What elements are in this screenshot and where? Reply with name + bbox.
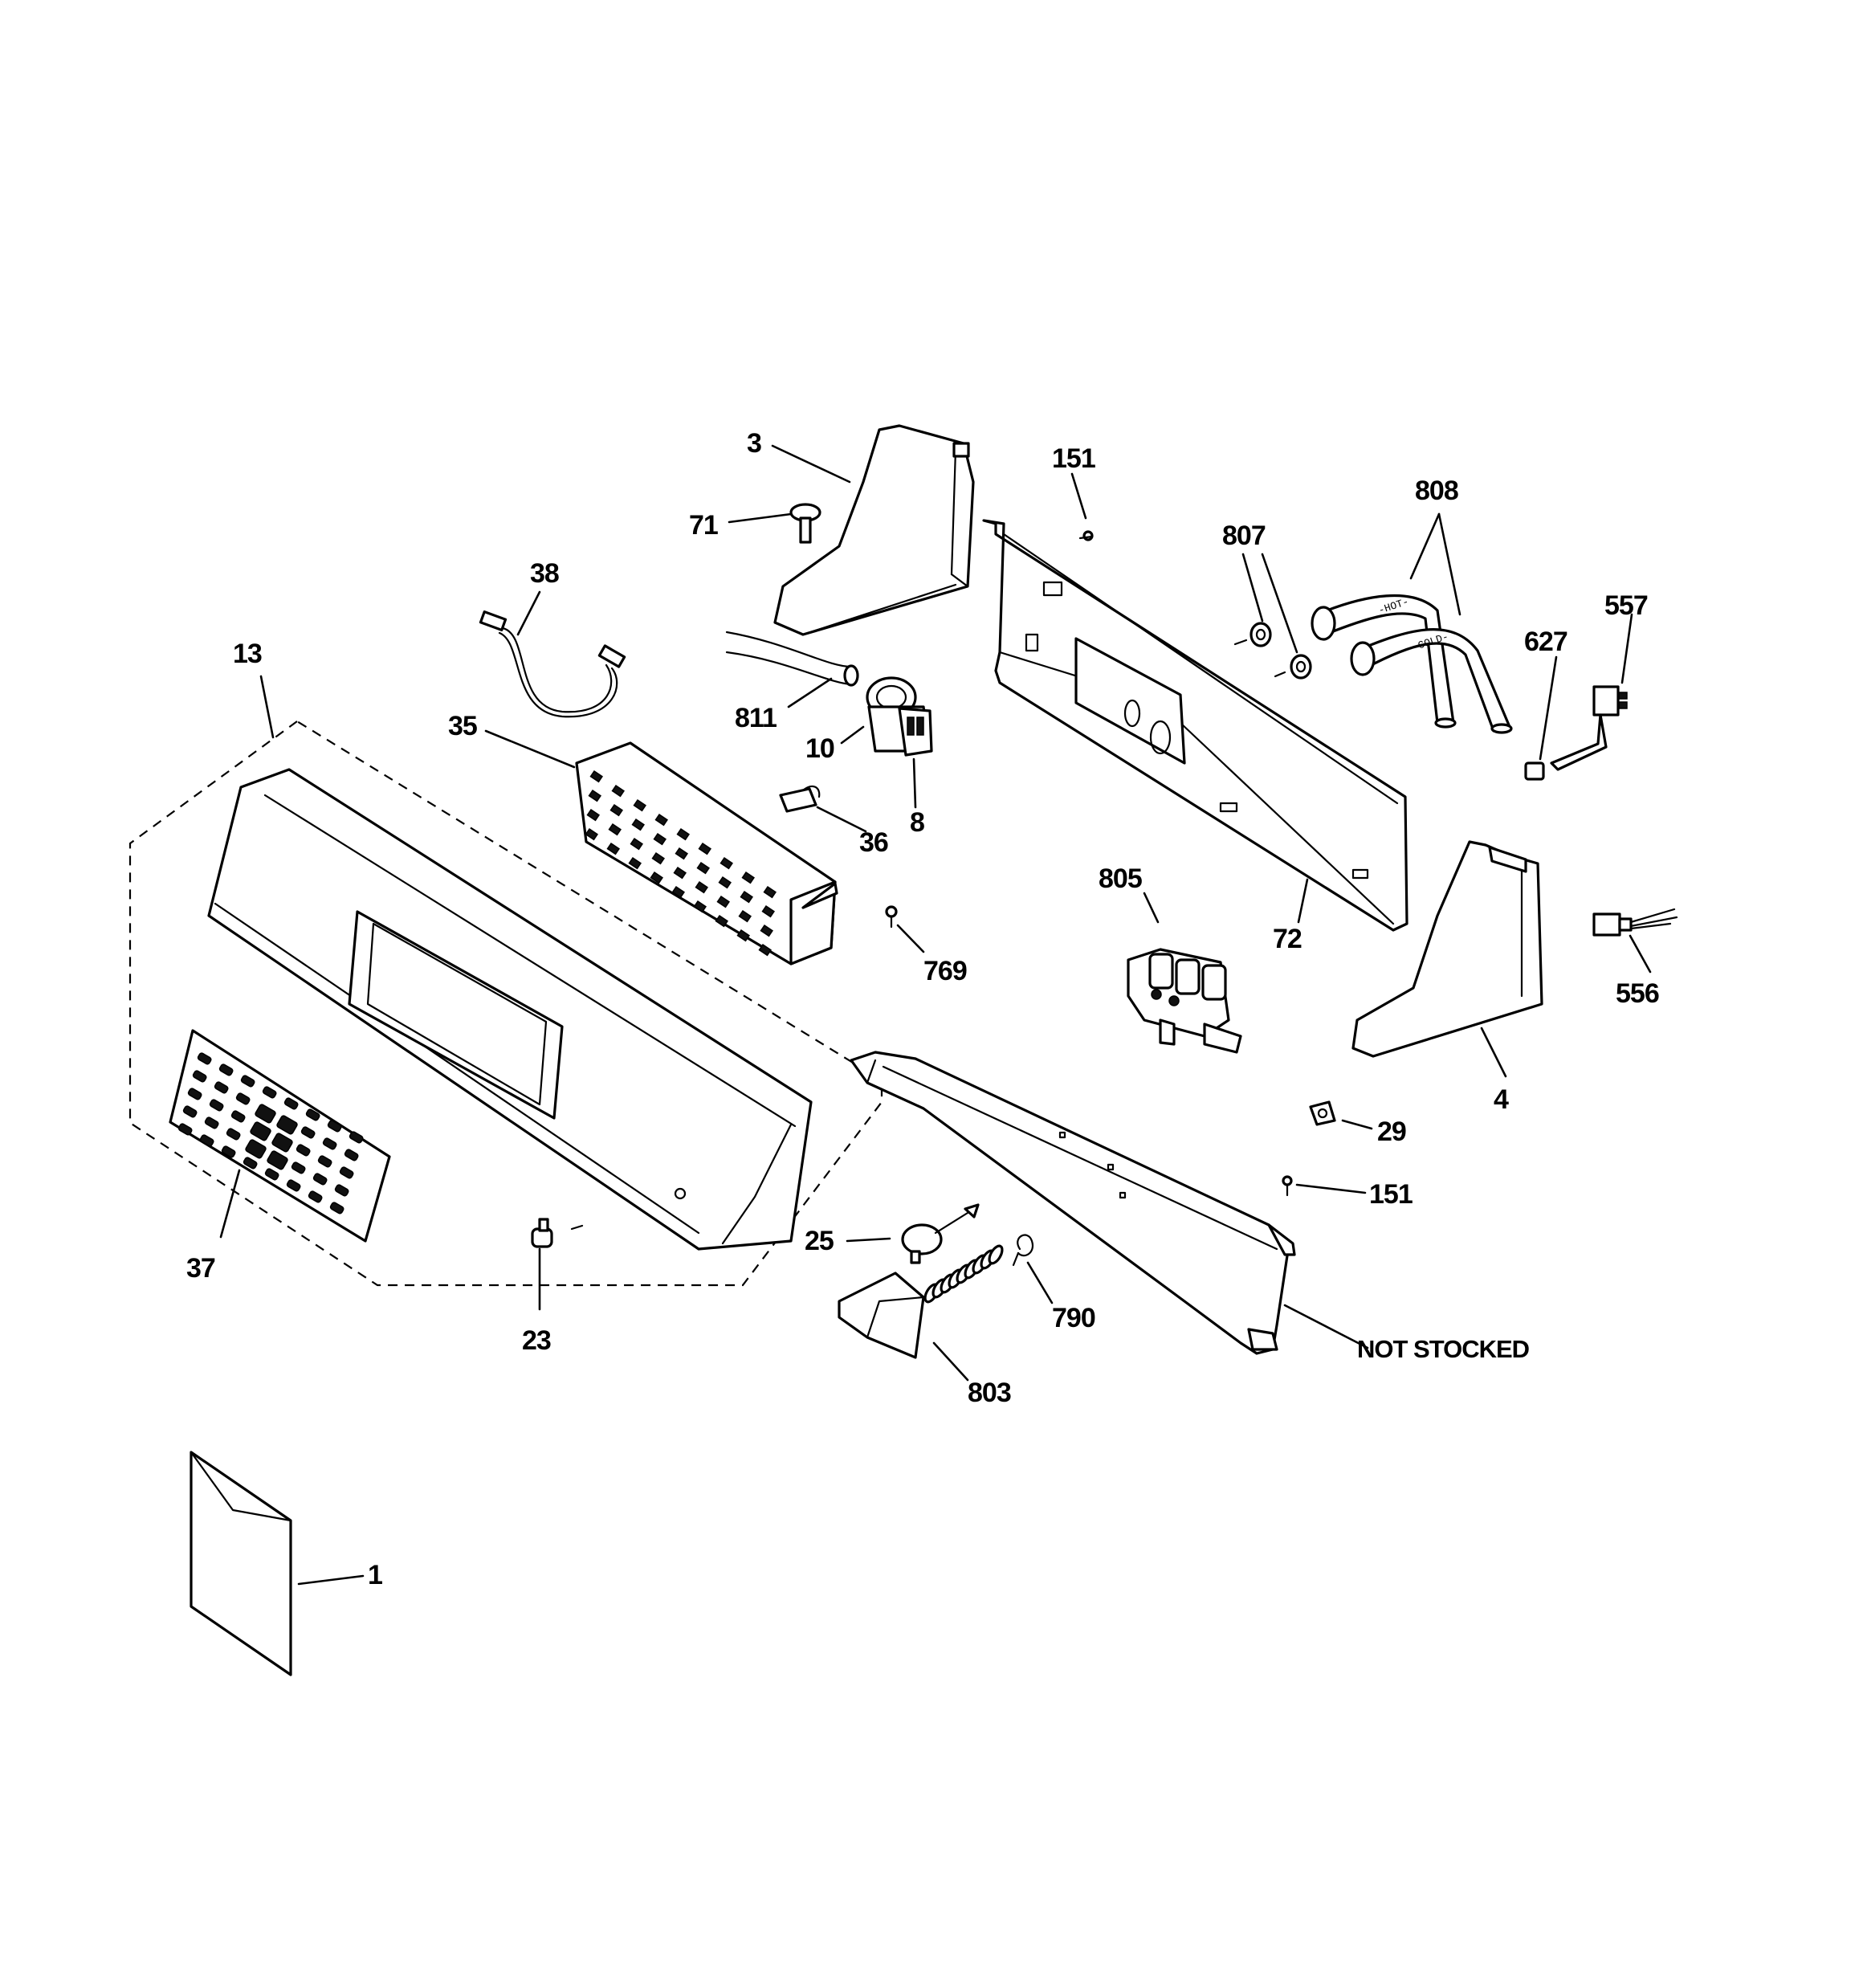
callout-71: 71	[689, 510, 718, 541]
callout-23: 23	[522, 1325, 551, 1356]
callout-72: 72	[1273, 924, 1302, 954]
push-button	[531, 1218, 584, 1248]
callout-4: 4	[1494, 1084, 1509, 1115]
wire-harness	[479, 610, 626, 718]
callout-557: 557	[1604, 590, 1648, 621]
callout-8: 8	[910, 807, 924, 838]
keypad-overlay	[169, 1029, 391, 1243]
callout-769: 769	[923, 956, 967, 986]
screw-71	[789, 503, 821, 544]
pressure-hose	[725, 631, 859, 687]
screw-151-top	[1078, 530, 1094, 541]
callout-10: 10	[805, 733, 834, 764]
callout-556: 556	[1616, 978, 1659, 1009]
connector-556	[1592, 908, 1678, 937]
screw-769	[885, 905, 898, 929]
callout-1: 1	[368, 1560, 382, 1590]
lock-clip	[779, 785, 821, 813]
callout-37: 37	[186, 1253, 215, 1284]
lid-lock	[838, 1244, 1004, 1359]
callout-808: 808	[1415, 476, 1458, 506]
literature-envelope	[190, 1451, 292, 1676]
callout-627: 627	[1524, 627, 1567, 657]
callout-labels: 3 71 151 38 13 35 811 10 8 36 769 72 805…	[186, 428, 1660, 1590]
callout-3: 3	[747, 428, 761, 459]
callout-805: 805	[1099, 863, 1142, 894]
callout-151-top: 151	[1052, 443, 1095, 474]
clip-627	[1524, 761, 1545, 781]
spring-clip	[1012, 1234, 1034, 1267]
callout-790: 790	[1052, 1303, 1095, 1333]
callout-29: 29	[1377, 1116, 1406, 1147]
lower-mounting-bracket	[850, 1051, 1296, 1355]
callout-38: 38	[530, 558, 559, 589]
screw-151-lower	[1282, 1175, 1293, 1197]
callout-36: 36	[859, 827, 888, 858]
callout-151-lower: 151	[1369, 1179, 1413, 1210]
callout-803: 803	[968, 1378, 1011, 1408]
callout-811: 811	[735, 703, 777, 733]
callout-25: 25	[805, 1226, 834, 1256]
thermistor-557	[1550, 685, 1628, 771]
callout-13: 13	[233, 639, 262, 669]
callout-not-stocked: NOT STOCKED	[1357, 1335, 1530, 1363]
callout-35: 35	[448, 711, 477, 741]
left-end-cap	[773, 424, 975, 636]
lid-switch-actuator	[901, 1203, 980, 1264]
control-board-bracket	[575, 741, 838, 965]
clip-29	[1309, 1100, 1336, 1126]
right-end-cap	[1351, 840, 1543, 1058]
control-panel-assembly-boundary	[128, 720, 883, 1287]
inlet-hoses: -HOT- -COLD-	[1311, 594, 1513, 734]
callout-807: 807	[1222, 520, 1266, 551]
backsplash-panel	[982, 519, 1408, 932]
leader-lines	[219, 444, 1652, 1586]
hose-washers	[1233, 622, 1312, 680]
console-housing	[207, 768, 813, 1251]
pressure-switch	[866, 676, 933, 757]
water-valve	[1127, 948, 1242, 1054]
